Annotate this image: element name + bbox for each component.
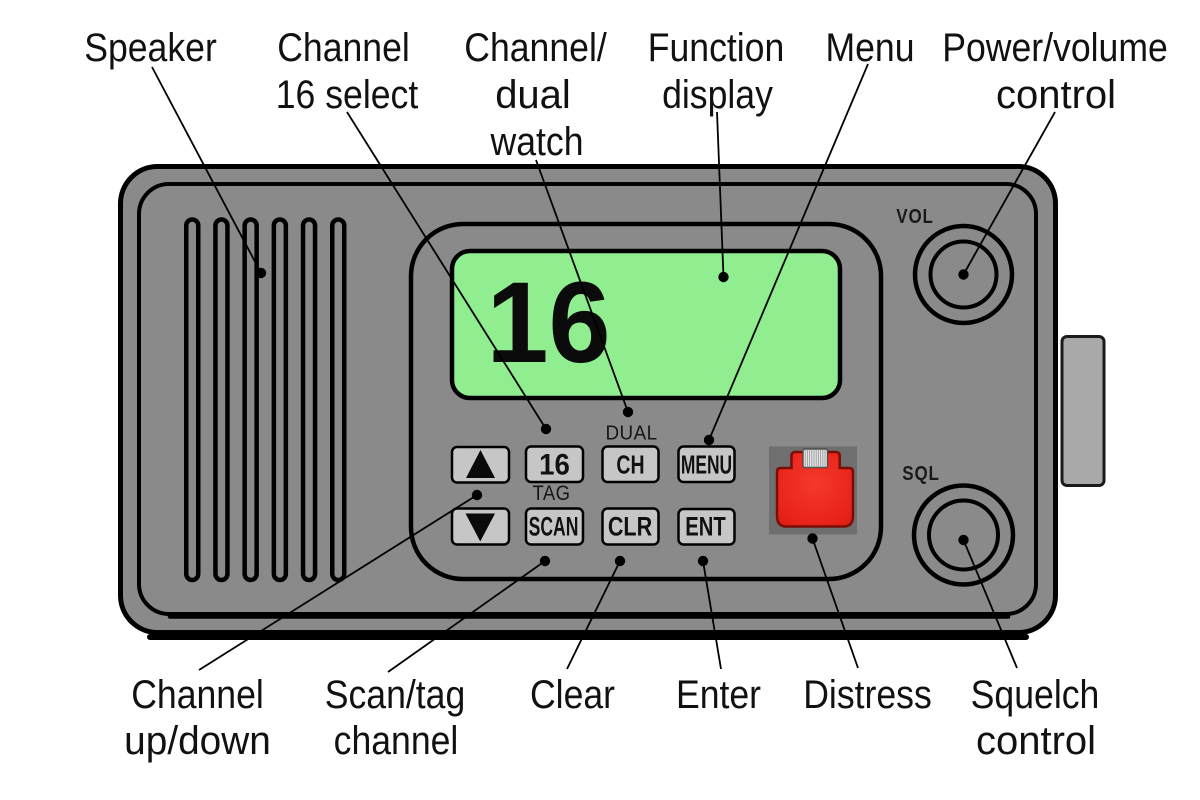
svg-text:Squelch: Squelch <box>971 673 1100 717</box>
svg-text:CH: CH <box>616 450 644 479</box>
svg-text:SCAN: SCAN <box>529 511 579 542</box>
svg-text:MENU: MENU <box>681 450 732 479</box>
svg-text:16: 16 <box>539 448 570 481</box>
svg-text:Function: Function <box>648 26 785 70</box>
svg-text:Speaker: Speaker <box>84 26 217 70</box>
svg-text:Clear: Clear <box>530 673 615 717</box>
svg-text:control: control <box>976 719 1096 763</box>
svg-text:Enter: Enter <box>676 673 761 717</box>
svg-text:Power/volume: Power/volume <box>942 26 1168 70</box>
svg-text:Channel: Channel <box>131 673 264 717</box>
svg-text:DUAL: DUAL <box>605 422 657 445</box>
svg-text:TAG: TAG <box>533 482 571 505</box>
svg-text:SQL: SQL <box>902 462 939 485</box>
svg-text:channel: channel <box>334 719 459 763</box>
svg-text:watch: watch <box>490 120 584 164</box>
svg-text:display: display <box>662 73 773 117</box>
svg-text:Menu: Menu <box>825 26 914 70</box>
svg-text:up/down: up/down <box>124 718 271 763</box>
svg-text:ENT: ENT <box>685 512 726 543</box>
svg-text:Distress: Distress <box>803 673 932 717</box>
svg-text:16: 16 <box>486 258 610 387</box>
svg-text:Channel/: Channel/ <box>464 26 607 70</box>
svg-text:CLR: CLR <box>608 512 653 542</box>
svg-text:16 select: 16 select <box>276 73 419 117</box>
svg-text:VOL: VOL <box>896 205 933 228</box>
svg-text:control: control <box>996 73 1116 117</box>
svg-text:Channel: Channel <box>277 26 410 70</box>
svg-text:dual: dual <box>495 73 571 117</box>
svg-text:Scan/tag: Scan/tag <box>325 673 466 717</box>
